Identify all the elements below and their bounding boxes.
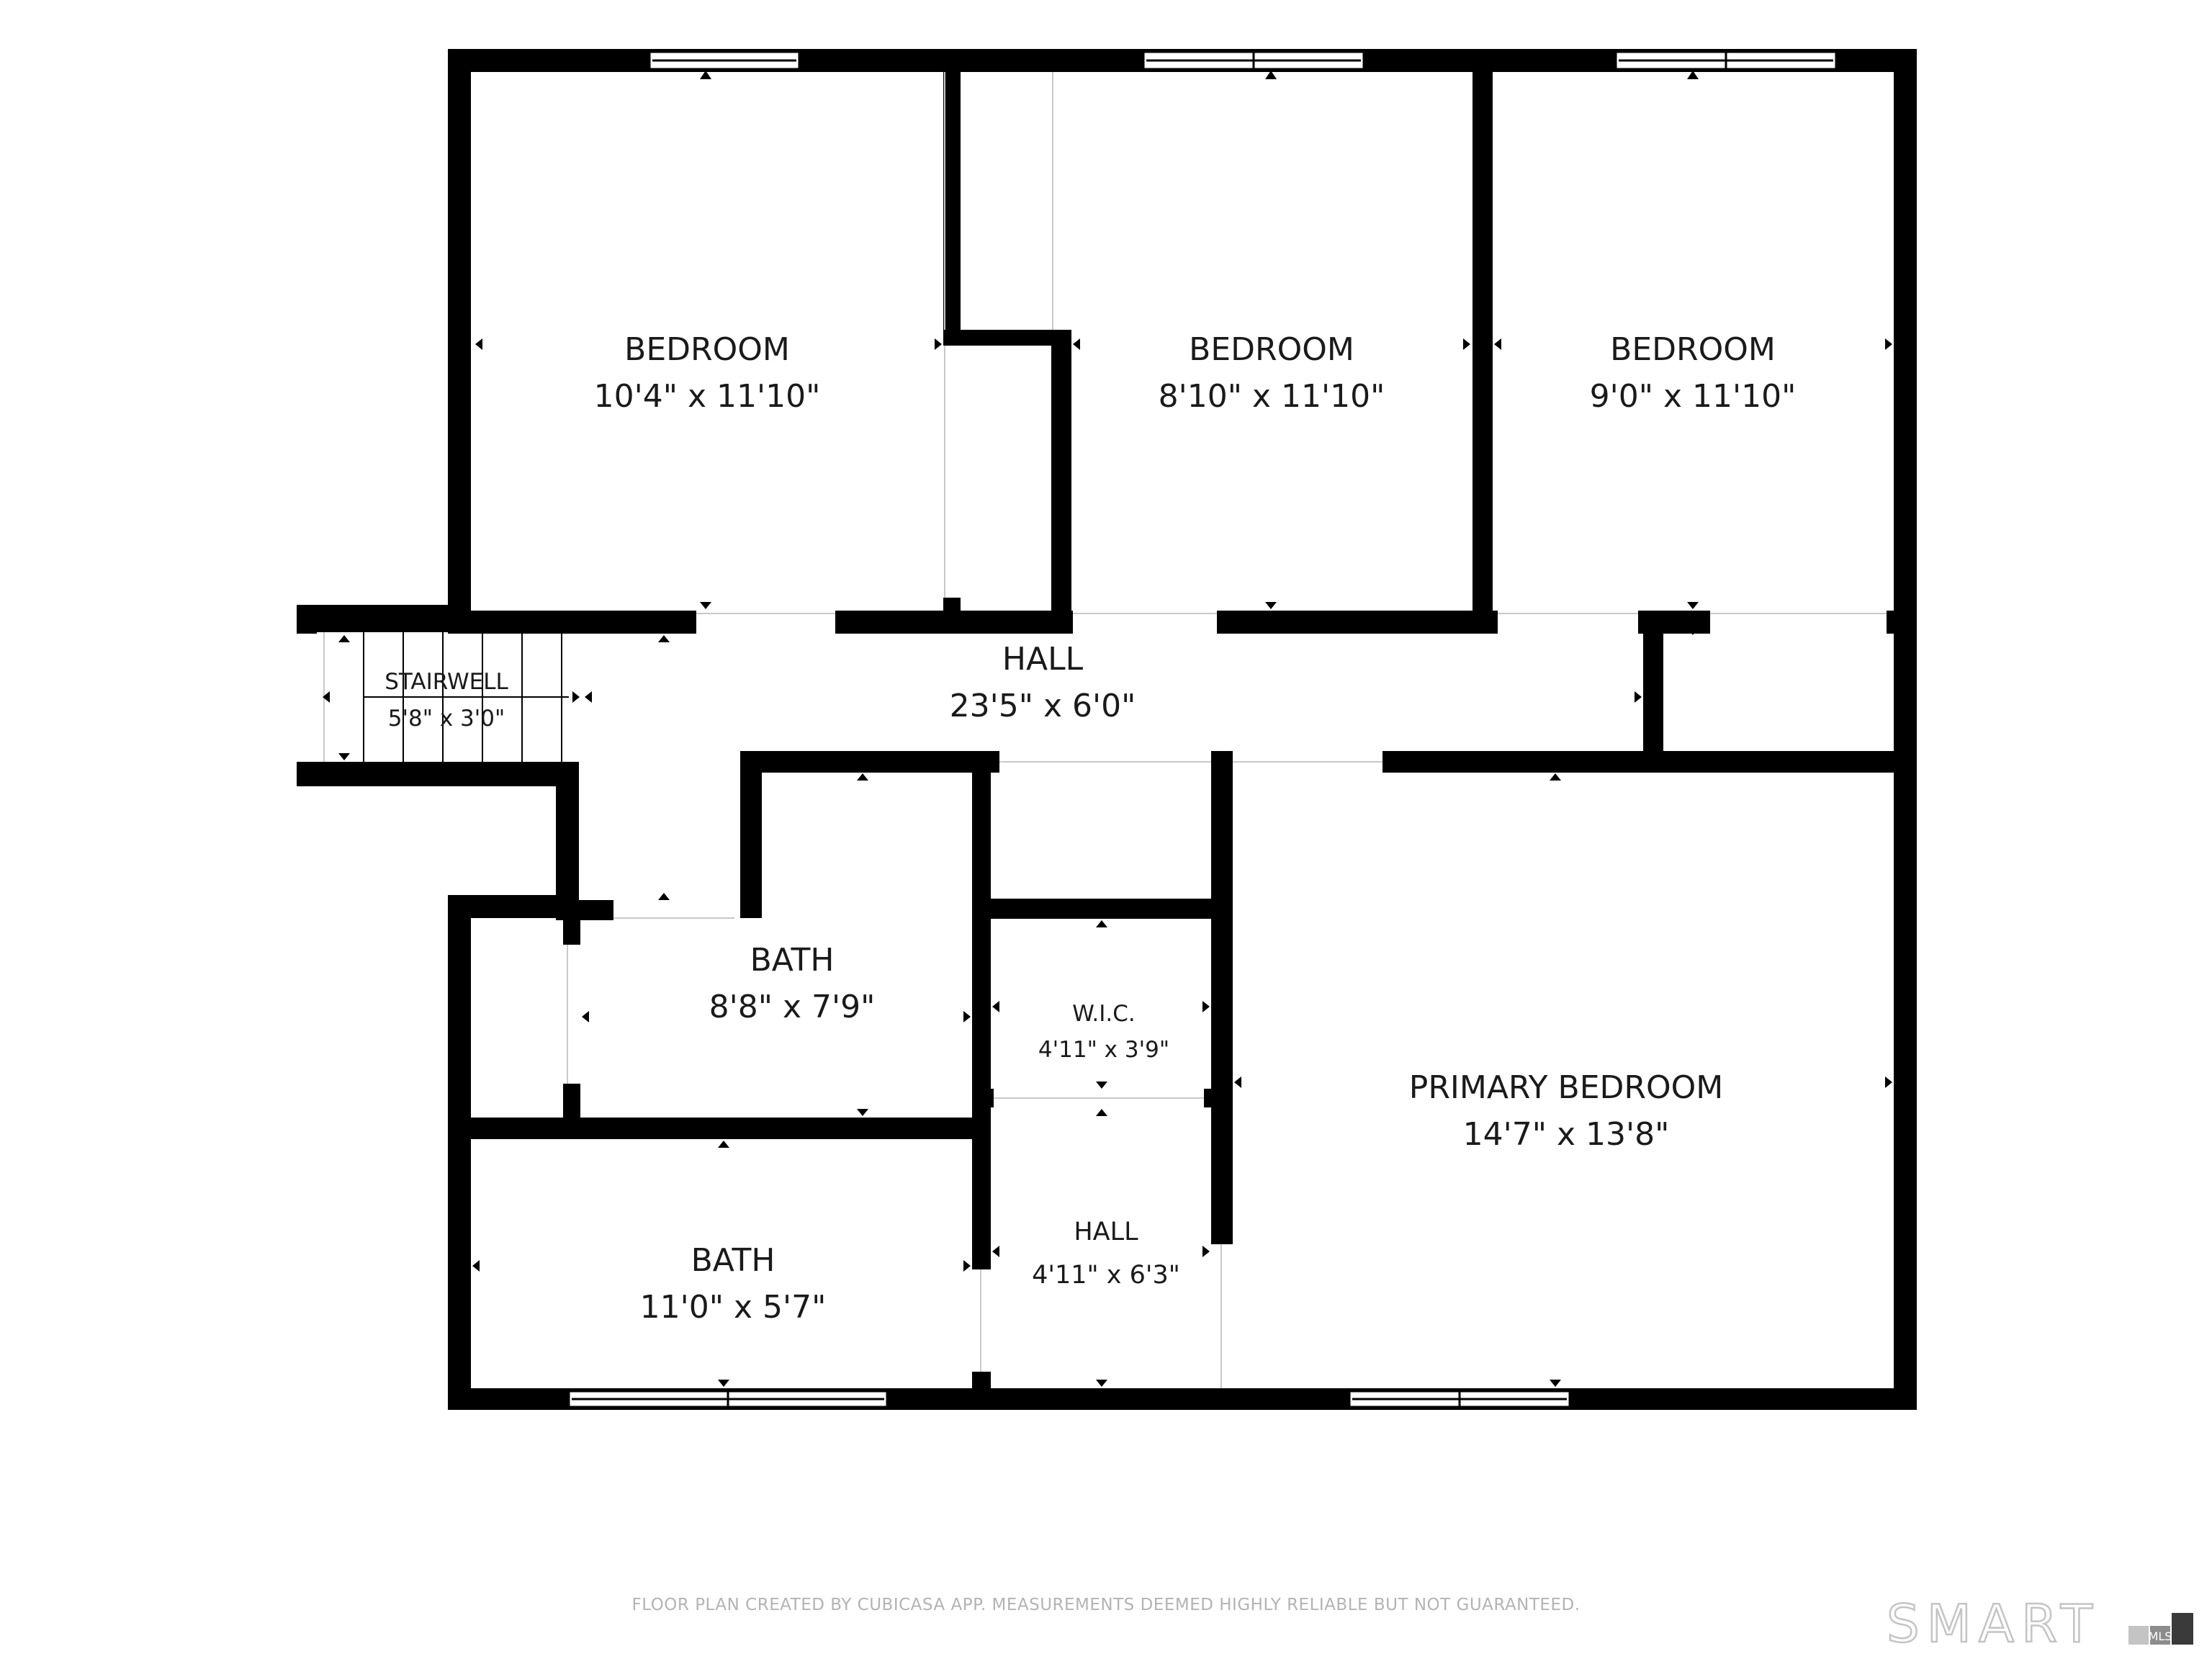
wall-stair-bottom: [297, 762, 577, 786]
room-bedroom-1: BEDROOM 10'4" x 11'10": [594, 331, 821, 415]
dimension-markers: [323, 71, 1892, 1387]
wall-bed2-right: [1473, 49, 1493, 634]
room-name: HALL: [1074, 1218, 1138, 1246]
room-wic: W.I.C. 4'11" x 3'9": [1038, 1001, 1169, 1063]
room-name: BEDROOM: [1189, 331, 1354, 368]
wall-hall-top-3: [1217, 611, 1498, 634]
wall-stair-right: [556, 762, 579, 906]
room-bedroom-3: BEDROOM 9'0" x 11'10": [1590, 331, 1797, 415]
wall-hall-bottom-2: [1382, 751, 1917, 773]
room-name: BEDROOM: [1610, 331, 1776, 368]
room-dimensions: 9'0" x 11'10": [1590, 378, 1797, 415]
wall-stair-left-top: [297, 605, 317, 634]
room-dimensions: 10'4" x 11'10": [594, 378, 821, 415]
wall-wic-mid-stub-l: [972, 1089, 994, 1107]
room-name: W.I.C.: [1072, 1001, 1135, 1027]
wall-bath1-left: [740, 751, 762, 918]
mls-badge: MLS: [2128, 1613, 2193, 1645]
wall-hall-closet: [1643, 611, 1663, 769]
wall-wic-top: [972, 899, 1233, 919]
room-dimensions: 8'8" x 7'9": [709, 989, 876, 1025]
room-dimensions: 23'5" x 6'0": [950, 688, 1136, 724]
wall-left-upper: [448, 49, 471, 625]
room-dimensions: 5'8" x 3'0": [388, 706, 505, 732]
room-bedroom-2: BEDROOM 8'10" x 11'10": [1159, 331, 1385, 415]
wall-wic-left-low: [972, 1116, 991, 1269]
room-bath-2: BATH 11'0" x 5'7": [640, 1242, 827, 1326]
room-name: HALL: [1002, 641, 1084, 678]
room-name: BATH: [750, 942, 835, 979]
wall-wic-left: [972, 751, 991, 1118]
wall-hall-bottom-1: [740, 751, 999, 773]
wall-hall-top-1: [448, 611, 696, 634]
room-dimensions: 8'10" x 11'10": [1159, 378, 1385, 415]
room-dimensions: 14'7" x 13'8": [1463, 1116, 1670, 1153]
wall-hall-top-5: [1887, 611, 1917, 634]
door-openings: [323, 72, 1887, 1388]
wall-bed1-right-low: [943, 598, 961, 634]
wall-bath1-west-b: [563, 1084, 580, 1138]
brand-suffix: MLS: [2149, 1629, 2172, 1643]
room-dimensions: 4'11" x 3'9": [1038, 1037, 1169, 1063]
wall-right: [1894, 49, 1917, 1410]
room-name: PRIMARY BEDROOM: [1409, 1069, 1723, 1106]
room-bath-1: BATH 8'8" x 7'9": [709, 942, 876, 1025]
room-stairwell: STAIRWELL 5'8" x 3'0": [385, 669, 508, 732]
room-dimensions: 11'0" x 5'7": [640, 1289, 827, 1326]
wall-wic-mid-stub-r: [1204, 1089, 1233, 1107]
brand-text: SMART: [1887, 1597, 2100, 1647]
wall-left-lower: [448, 895, 471, 1410]
wall-bath-divider: [448, 1118, 991, 1139]
wall-wic-left-bottom: [972, 1372, 991, 1410]
room-name: BEDROOM: [624, 331, 790, 368]
windows: [567, 50, 1838, 1408]
wall-closet-mid: [943, 330, 1064, 346]
room-name: BATH: [691, 1242, 775, 1279]
wall-wic-right: [1211, 751, 1233, 1244]
smart-mls-logo: SMART MLS: [1887, 1597, 2193, 1647]
wall-bed1-right: [943, 49, 961, 331]
room-hall-small: HALL 4'11" x 6'3": [1032, 1218, 1180, 1290]
room-name: STAIRWELL: [385, 669, 508, 695]
room-primary-bedroom: PRIMARY BEDROOM 14'7" x 13'8": [1409, 1069, 1723, 1153]
wall-bath1-west-a: [563, 900, 580, 945]
walls: [297, 49, 1917, 1410]
room-hall-main: HALL 23'5" x 6'0": [950, 641, 1136, 724]
wall-stair-top: [297, 605, 471, 632]
stair-treads: [363, 632, 569, 762]
wall-bed2-left: [1051, 330, 1071, 634]
room-dimensions: 4'11" x 6'3": [1032, 1261, 1180, 1290]
footer-disclaimer: FLOOR PLAN CREATED BY CUBICASA APP. MEAS…: [631, 1596, 1581, 1614]
